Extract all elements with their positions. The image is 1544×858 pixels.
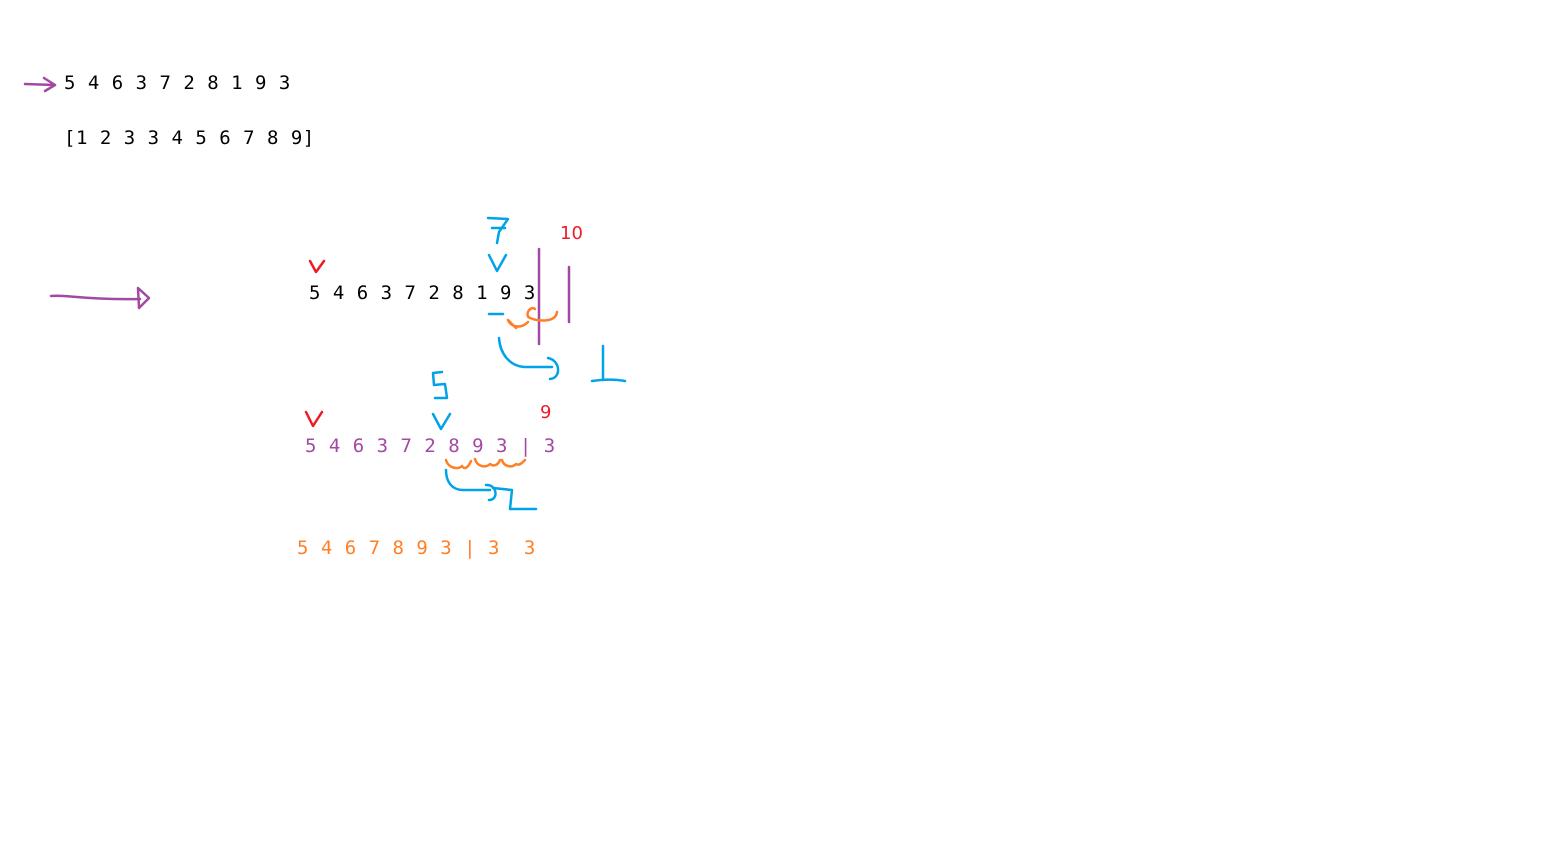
- handwritten-digit-1: [590, 344, 627, 383]
- blue-move-arrow-icon-1: [497, 336, 560, 381]
- red-tick-mark-2: [304, 410, 324, 428]
- count-label-9: 9: [540, 402, 552, 423]
- count-label-10: 10: [560, 223, 583, 244]
- step-2-sequence: 5 4 6 3 7 2 8 9 3 | 3: [305, 435, 556, 457]
- handwritten-digit-5: [431, 370, 449, 400]
- orange-brace-2: [473, 457, 502, 468]
- pointer-arrow-icon: [23, 76, 57, 93]
- step-3-sequence: 5 4 6 7 8 9 3 | 3 3: [297, 537, 536, 559]
- red-tick-mark-1: [308, 259, 326, 274]
- orange-brace-1: [444, 458, 473, 470]
- sorted-sequence: [1 2 3 3 4 5 6 7 8 9]: [64, 127, 315, 149]
- orange-swap-arc-icon: [506, 306, 559, 330]
- blue-pointer-mark-1: [487, 253, 508, 273]
- step-1-sequence: 5 4 6 3 7 2 8 1 9 3: [309, 282, 536, 304]
- step-arrow-icon: [49, 286, 151, 310]
- blue-pointer-mark-2: [431, 412, 452, 431]
- orange-brace-3: [500, 458, 527, 468]
- input-sequence: 5 4 6 3 7 2 8 1 9 3: [64, 72, 291, 94]
- handwritten-digit-7: [486, 216, 510, 245]
- blue-move-arrow-icon-2: [444, 468, 538, 511]
